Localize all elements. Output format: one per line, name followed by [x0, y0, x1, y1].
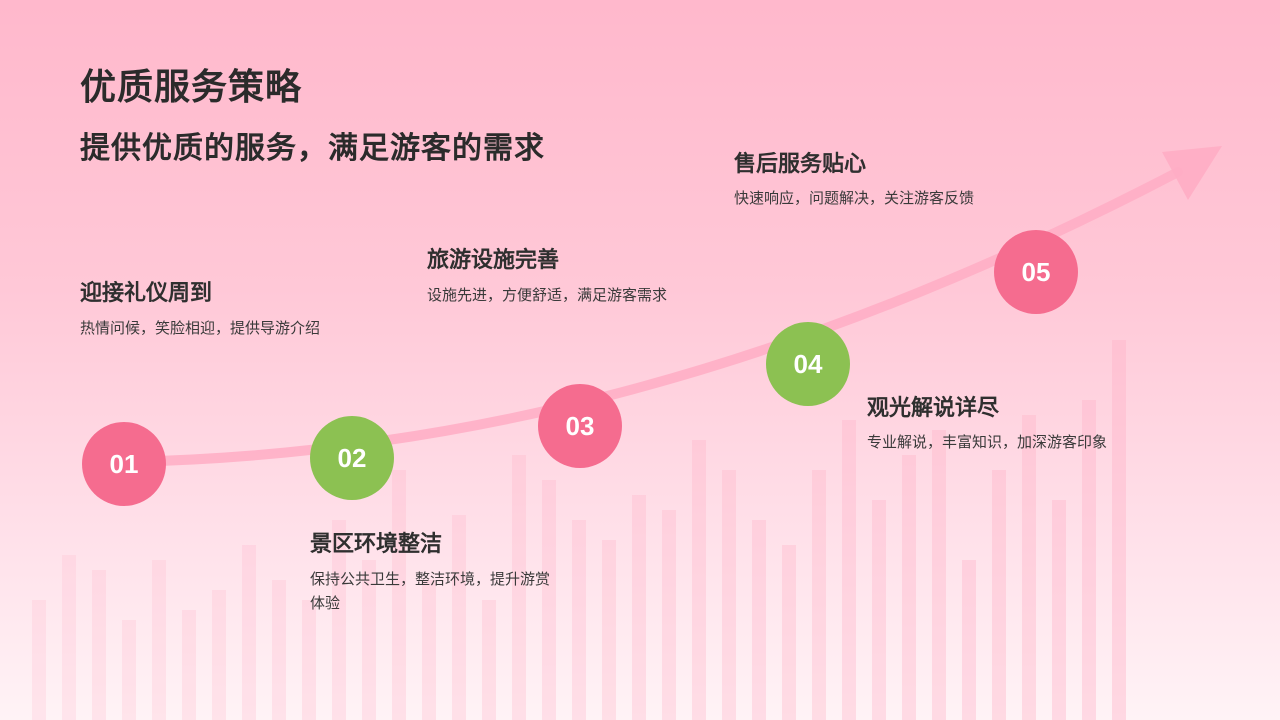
background-bar — [92, 570, 106, 720]
step-description: 设施先进，方便舒适，满足游客需求 — [427, 286, 668, 304]
background-bar — [1052, 500, 1066, 720]
step-title: 观光解说详尽 — [867, 396, 1000, 421]
arrow-head — [1162, 146, 1222, 200]
background-bar — [392, 470, 406, 720]
step-description: 保持公共卫生，整洁环境，提升游赏体验 — [310, 570, 551, 612]
background-bar — [512, 455, 526, 720]
background-bar — [482, 600, 496, 720]
background-bar — [152, 560, 166, 720]
background-bar — [602, 540, 616, 720]
step-number-badge: 02 — [310, 416, 394, 500]
page-subtitle: 提供优质的服务，满足游客的需求 — [80, 131, 545, 166]
step-description: 热情问候，笑脸相迎，提供导游介绍 — [80, 319, 321, 337]
background-bar — [662, 510, 676, 720]
background-bar — [302, 600, 316, 720]
background-bar — [362, 560, 376, 720]
background-bar — [422, 580, 436, 720]
background-bar — [692, 440, 706, 720]
background-bar — [182, 610, 196, 720]
step-description: 快速响应，问题解决，关注游客反馈 — [734, 189, 975, 207]
background-bar — [902, 455, 916, 720]
step-description: 专业解说，丰富知识，加深游客印象 — [867, 433, 1108, 451]
step-number-badge: 01 — [82, 422, 166, 506]
background-bar — [572, 520, 586, 720]
step-title: 迎接礼仪周到 — [80, 281, 213, 306]
background-bar — [542, 480, 556, 720]
step-number-badge: 04 — [766, 322, 850, 406]
page-title: 优质服务策略 — [80, 67, 303, 108]
background-bar — [452, 515, 466, 720]
background-bar — [62, 555, 76, 720]
background-bar — [332, 520, 346, 720]
background-bar — [1082, 400, 1096, 720]
step-title: 景区环境整洁 — [310, 532, 443, 557]
background-bar — [272, 580, 286, 720]
background-bar — [932, 430, 946, 720]
background-bar — [32, 600, 46, 720]
background-bar — [242, 545, 256, 720]
background-bar — [962, 560, 976, 720]
background-bar — [122, 620, 136, 720]
background-bar — [722, 470, 736, 720]
background-bar — [812, 470, 826, 720]
background-bar — [872, 500, 886, 720]
background-bar — [752, 520, 766, 720]
background-bar — [842, 420, 856, 720]
background-bar — [212, 590, 226, 720]
step-number-badge: 03 — [538, 384, 622, 468]
background-bar — [992, 470, 1006, 720]
step-number-badge: 05 — [994, 230, 1078, 314]
background-bar — [632, 495, 646, 720]
background-bar — [1112, 340, 1126, 720]
step-title: 售后服务贴心 — [734, 152, 867, 177]
background-bar — [1022, 415, 1036, 720]
step-title: 旅游设施完善 — [427, 248, 560, 273]
background-bar — [782, 545, 796, 720]
